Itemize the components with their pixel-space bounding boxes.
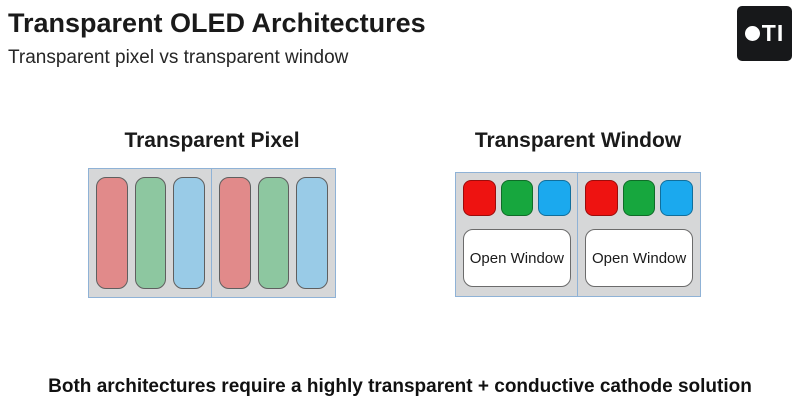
- window-cell: Open Window: [577, 172, 701, 297]
- green-subpixel-stripe: [134, 177, 167, 289]
- green-subpixel-square: [500, 180, 534, 216]
- footer-statement: Both architectures require a highly tran…: [48, 376, 752, 397]
- blue-subpixel-stripe: [296, 177, 328, 289]
- page-subtitle: Transparent pixel vs transparent window: [8, 47, 349, 68]
- transparent-window-heading: Transparent Window: [474, 129, 682, 152]
- green-subpixel-stripe: [257, 177, 290, 289]
- blue-subpixel-stripe: [173, 177, 205, 289]
- red-subpixel-square: [463, 180, 496, 216]
- open-window-box: Open Window: [463, 229, 571, 287]
- blue-subpixel-square: [660, 180, 693, 216]
- blue-subpixel-square: [538, 180, 571, 216]
- subpixel-row: [463, 180, 571, 216]
- green-subpixel-square: [622, 180, 656, 216]
- pixel-cell: [211, 168, 336, 298]
- page-title: Transparent OLED Architectures: [8, 8, 426, 38]
- transparent-pixel-diagram: [88, 168, 336, 298]
- oti-logo-text: TI: [761, 20, 785, 46]
- oti-logo-dot-icon: [744, 26, 760, 41]
- subpixel-row: [585, 180, 693, 216]
- transparent-pixel-heading: Transparent Pixel: [124, 129, 300, 152]
- pixel-cell: [88, 168, 213, 298]
- window-cell: Open Window: [455, 172, 579, 297]
- oti-logo: TI: [737, 6, 792, 61]
- open-window-box: Open Window: [585, 229, 693, 287]
- transparent-window-diagram: Open Window Open Window: [455, 172, 701, 297]
- red-subpixel-square: [585, 180, 618, 216]
- red-subpixel-stripe: [219, 177, 251, 289]
- red-subpixel-stripe: [96, 177, 128, 289]
